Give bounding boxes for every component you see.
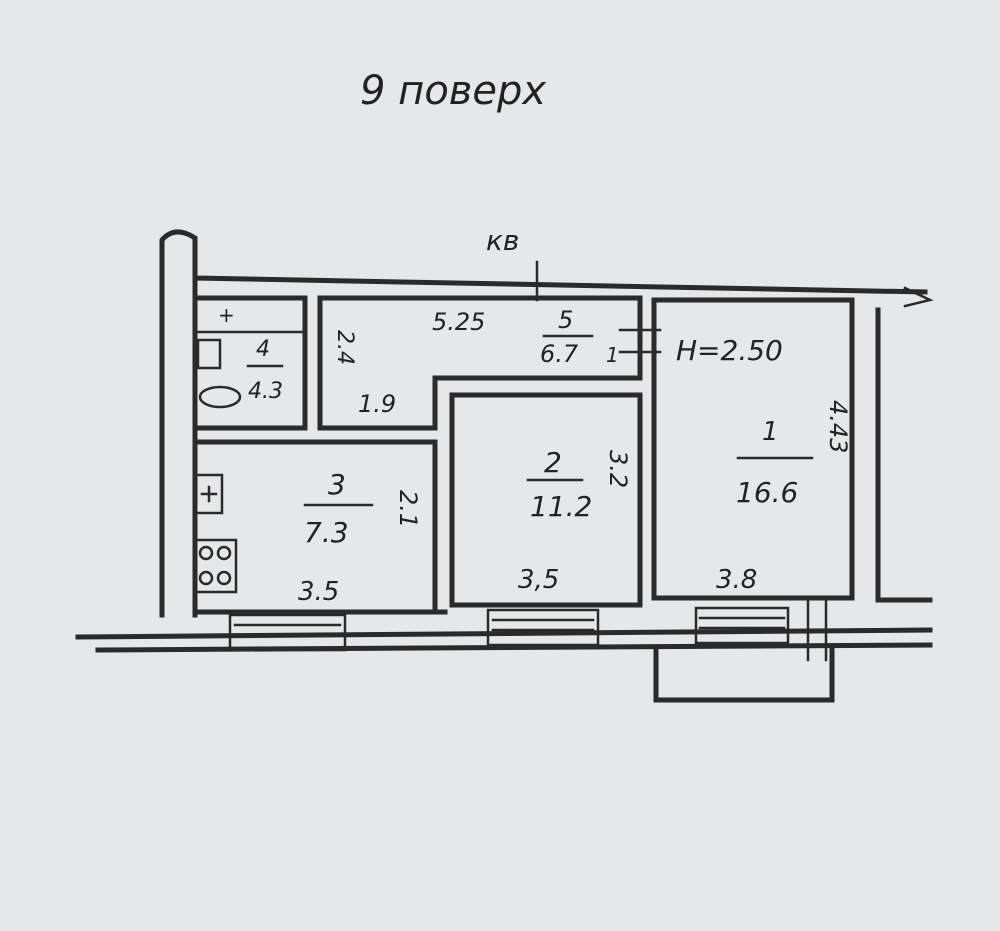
wall-left-top <box>159 229 928 618</box>
room-3-area: 7.3 <box>304 516 349 549</box>
room-2-area: 11.2 <box>530 490 592 523</box>
room-1-depth: 4.43 <box>824 400 852 453</box>
door-mark: 1 <box>606 343 619 367</box>
stove-burner-icon <box>198 545 214 561</box>
room-1: 1 16.6 3.8 4.43 Н=2.50 <box>651 297 855 601</box>
wall-break-top <box>903 286 934 308</box>
window-room-3 <box>228 613 347 652</box>
window-room-2-glass <box>491 618 595 632</box>
room-2-width: 3,5 <box>518 565 559 595</box>
corridor-bottom-dim: 1.9 <box>358 390 396 418</box>
room-5: 5.25 5 6.7 1 <box>317 295 662 431</box>
stove-burner-icon <box>216 545 232 561</box>
apartment-label: кв <box>486 224 519 257</box>
room-3-depth: 2.1 <box>394 490 422 528</box>
room-3-walls <box>192 439 438 611</box>
room-3-number: 3 <box>328 468 346 501</box>
corridor-walls <box>317 295 438 431</box>
room-5-number: 5 <box>558 306 573 334</box>
room-2-depth: 3.2 <box>604 450 632 488</box>
plan-title: 9 поверх <box>360 68 546 114</box>
room-4: + 4 4.3 2.4 1.9 <box>192 295 438 431</box>
door-ticks <box>618 328 662 354</box>
room-5-walls <box>317 295 643 431</box>
toilet-icon <box>198 385 242 409</box>
room-4-area: 4.3 <box>248 379 283 404</box>
room-1-number: 1 <box>762 417 779 447</box>
balcony-door <box>806 596 828 662</box>
window-room-1-glass <box>698 616 786 630</box>
bathtub-icon <box>196 338 222 370</box>
window-room-2 <box>486 608 600 647</box>
room-2: 2 11.2 3,5 3.2 <box>449 392 643 608</box>
room-5-area: 6.7 <box>540 340 579 368</box>
room-1-area: 16.6 <box>736 476 798 509</box>
room-2-walls <box>449 392 643 608</box>
room-4-plus-mark: + <box>218 303 235 327</box>
stove-burner-icon <box>198 570 214 586</box>
sink-tap-icon <box>200 485 218 503</box>
balcony <box>653 645 835 703</box>
ceiling-height: Н=2.50 <box>676 334 783 367</box>
window-room-1 <box>694 606 790 645</box>
room-3: 3 7.3 3.5 2.1 <box>192 439 438 611</box>
stove-burner-icon <box>216 570 232 586</box>
room-4-walls <box>192 295 308 431</box>
stove-icon <box>194 538 238 594</box>
room-1-width: 3.8 <box>716 565 757 595</box>
room-4-number: 4 <box>256 337 270 362</box>
room-5-length: 5.25 <box>432 308 485 336</box>
sink-icon <box>194 473 224 515</box>
room-2-number: 2 <box>544 446 562 479</box>
room-3-width: 3.5 <box>298 577 339 607</box>
window-room-3-glass <box>233 623 342 637</box>
corridor-small-dim: 2.4 <box>332 330 357 365</box>
windows <box>228 596 828 662</box>
room-1-walls <box>651 297 855 601</box>
wall-right <box>875 307 933 603</box>
